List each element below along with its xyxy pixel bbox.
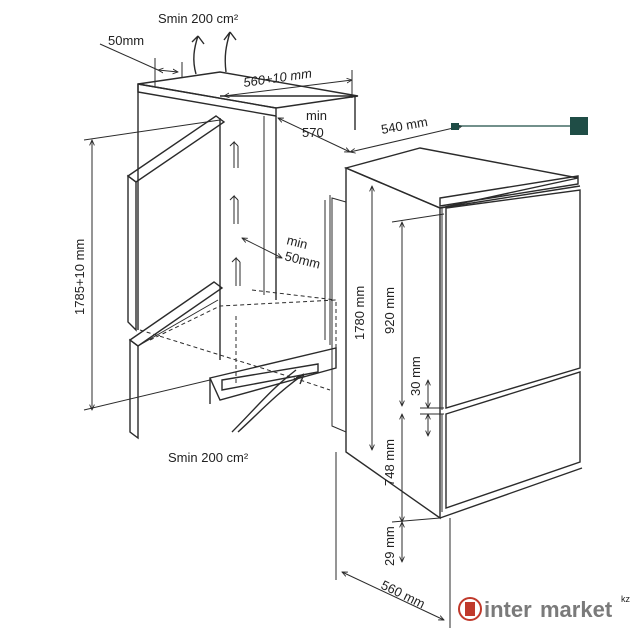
label-niche-depth: 570 (302, 125, 324, 140)
watermark-suffix: kz (621, 594, 631, 604)
marker-dot (451, 123, 459, 130)
label-vent-bottom: Smin 200 cm² (168, 450, 249, 465)
cabinet-lower-door (128, 281, 224, 440)
watermark-logo: inter market kz (458, 594, 631, 622)
airflow-arrows (229, 140, 241, 286)
label-gap-top: 50mm (108, 33, 144, 48)
label-lower-door: 748 mm (382, 439, 397, 486)
label-appliance-depth: 540 mm (380, 114, 429, 137)
dimension-lines (83, 43, 588, 628)
label-vent-gap: 50mm (283, 248, 322, 271)
logo-circle-icon (458, 597, 482, 621)
dimension-labels: Smin 200 cm² 50mm 560+10 mm min 570 540 … (72, 11, 429, 611)
label-niche-height: 1785+10 mm (72, 239, 87, 315)
label-door-gap: 30 mm (408, 356, 423, 396)
label-upper-door: 920 mm (382, 287, 397, 334)
logo-m-icon (465, 602, 475, 616)
bottom-vent-arrow (231, 369, 305, 433)
label-vent-top: Smin 200 cm² (158, 11, 239, 26)
cabinet-upper-door (126, 115, 226, 332)
marker-square (570, 117, 588, 135)
top-vent-arrows (191, 31, 237, 75)
refrigerator-appliance (331, 147, 583, 520)
watermark-market: market (540, 597, 613, 622)
label-appliance-width: 560 mm (379, 577, 428, 611)
label-min-1: min (306, 108, 327, 123)
label-min-2: min (285, 232, 309, 252)
watermark-inter: inter (484, 597, 532, 622)
label-appliance-height: 1780 mm (352, 286, 367, 340)
label-plinth: 29 mm (382, 526, 397, 566)
